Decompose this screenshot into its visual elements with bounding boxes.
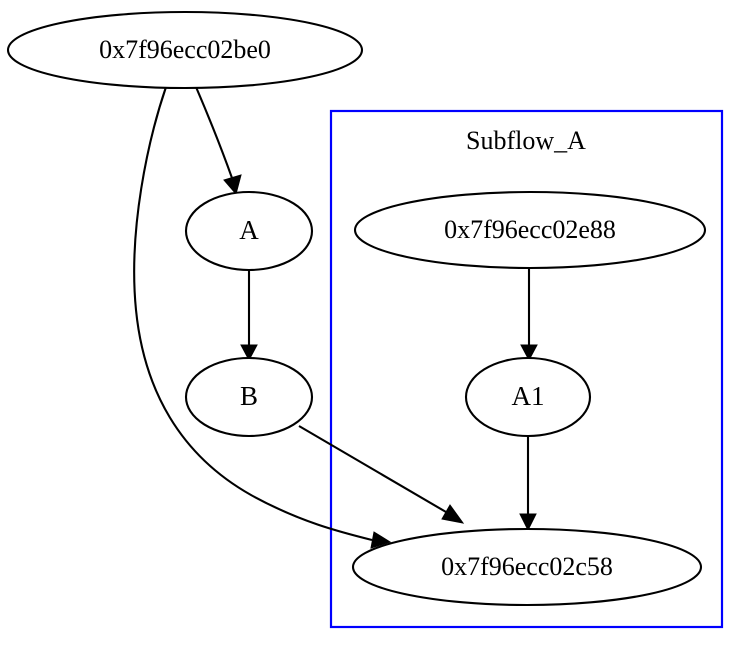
node-c58-label: 0x7f96ecc02c58 <box>441 552 613 581</box>
node-root-ellipse <box>6 10 364 90</box>
edge-root-to-a-line <box>195 86 233 179</box>
node-a-label: A <box>239 215 259 245</box>
edge-root-to-c58[interactable] <box>133 86 392 549</box>
node-b-label: B <box>240 381 258 411</box>
node-e88-ellipse <box>353 190 707 270</box>
edge-a1-to-c58[interactable] <box>519 436 537 532</box>
cluster-subflow-a[interactable]: Subflow_A <box>329 109 724 629</box>
node-e88[interactable]: 0x7f96ecc02e88 <box>353 190 707 270</box>
edge-root-to-c58-arrowhead <box>370 531 392 549</box>
edge-root-to-a-arrowhead <box>223 174 242 196</box>
edge-a1-to-c58-arrowhead <box>519 513 537 532</box>
node-e88-label: 0x7f96ecc02e88 <box>444 215 616 244</box>
node-root[interactable]: 0x7f96ecc02be0 <box>6 10 364 90</box>
edge-root-to-c58-line <box>133 86 373 542</box>
node-b-ellipse <box>184 356 314 438</box>
node-a[interactable]: A <box>184 190 314 272</box>
node-a-ellipse <box>184 190 314 272</box>
edge-b-to-c58-line <box>298 425 447 513</box>
edge-e88-to-a1[interactable] <box>520 269 538 362</box>
edge-root-to-a[interactable] <box>195 86 242 196</box>
cluster-label-subflow-a: Subflow_A <box>466 126 586 155</box>
node-a1-label: A1 <box>512 381 545 411</box>
edge-e88-to-a1-arrowhead <box>520 344 538 362</box>
node-root-label: 0x7f96ecc02be0 <box>99 35 271 64</box>
edge-a-to-b[interactable] <box>240 270 258 362</box>
cluster-border-rect <box>329 109 724 629</box>
node-c58-ellipse <box>351 527 703 607</box>
node-c58[interactable]: 0x7f96ecc02c58 <box>351 527 703 607</box>
edge-a-to-b-arrowhead <box>240 344 258 362</box>
node-a1[interactable]: A1 <box>464 356 592 438</box>
edge-b-to-c58[interactable] <box>298 425 465 524</box>
node-b[interactable]: B <box>184 356 314 438</box>
edge-b-to-c58-arrowhead <box>441 504 465 524</box>
node-a1-ellipse <box>464 356 592 438</box>
